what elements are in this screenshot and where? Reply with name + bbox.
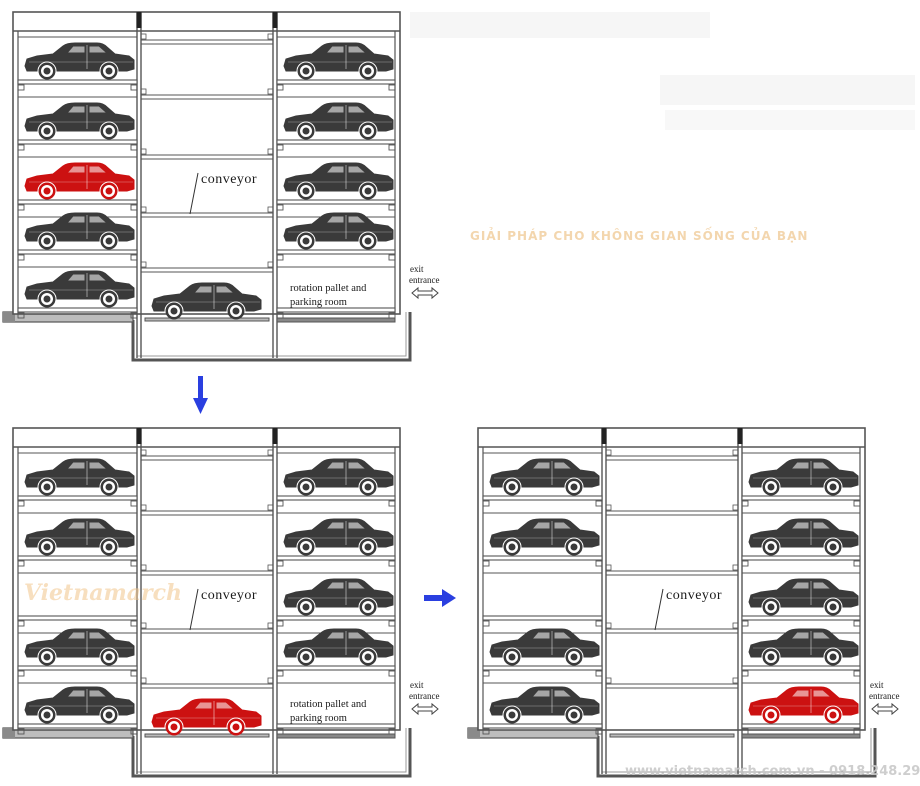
flow-arrow-down-icon: [193, 376, 208, 414]
right-pallet: [741, 615, 861, 621]
left-pallet: [482, 495, 603, 501]
watermark-url: www.vietnamarch.com.vn - 0918.248.297: [625, 764, 920, 779]
chain-drive-icon: [272, 428, 278, 444]
rotation-pallet-floor: [276, 733, 396, 739]
rotation-pallet-floor: [741, 733, 861, 739]
chain-drive-icon: [601, 428, 607, 444]
right-pallet: [741, 495, 861, 501]
diagram-step-1: conveyor rotation pallet and parking room e…: [2, 11, 439, 362]
left-pallet: [482, 665, 603, 671]
chain-drive-icon: [136, 428, 142, 444]
right-pallet: [741, 555, 861, 561]
right-pallet: [276, 139, 396, 145]
parking-room-label: parking room: [290, 297, 347, 308]
parking-room-label: parking room: [290, 713, 347, 724]
right-pallet: [276, 249, 396, 255]
flow-arrow-right-icon: [424, 589, 456, 607]
left-pallet: [17, 139, 138, 145]
exit-label: exit: [410, 264, 424, 274]
left-pallet: [482, 615, 603, 621]
right-pallet: [276, 615, 396, 621]
left-pallet: [17, 199, 138, 205]
conveyor-platform: [144, 317, 270, 322]
left-pallet: [17, 555, 138, 561]
conveyor-label: conveyor: [666, 588, 722, 603]
chain-drive-icon: [737, 428, 743, 444]
conveyor-leader-line: [189, 588, 199, 631]
right-pallet: [276, 79, 396, 85]
exit-entrance-arrow-icon: [411, 286, 439, 300]
left-pallet: [17, 723, 138, 729]
watermark-logo: Vietnamarch: [24, 580, 182, 606]
entrance-label: entrance: [869, 691, 899, 701]
watermark-slogan: GIẢI PHÁP CHO KHÔNG GIAN SỐNG CỦA BẠN: [470, 226, 808, 243]
left-pallet: [17, 615, 138, 621]
entrance-label: entrance: [409, 691, 439, 701]
left-pallet: [17, 79, 138, 85]
left-pallet: [17, 495, 138, 501]
pit-outline: [596, 728, 877, 778]
right-pallet: [276, 307, 396, 313]
conveyor-platform: [609, 733, 735, 738]
left-pallet: [482, 723, 603, 729]
rotation-pallet-label: rotation pallet and: [290, 699, 367, 710]
rotation-pallet-label: rotation pallet and: [290, 283, 367, 294]
entrance-label: entrance: [409, 275, 439, 285]
right-pallet: [276, 723, 396, 729]
left-pallet: [17, 249, 138, 255]
chain-drive-icon: [136, 12, 142, 28]
pit-outline: [131, 728, 412, 778]
diagram-step-2: conveyor rotation pallet and parking room e…: [2, 427, 439, 778]
right-pallet: [276, 555, 396, 561]
pit-outline: [131, 312, 412, 362]
chain-drive-icon: [272, 12, 278, 28]
right-pallet: [741, 723, 861, 729]
right-pallet: [741, 665, 861, 671]
left-pallet: [482, 555, 603, 561]
faint-background-text: [410, 12, 915, 130]
exit-entrance-arrow-icon: [411, 702, 439, 716]
conveyor-label: conveyor: [201, 588, 257, 603]
exit-label: exit: [870, 680, 884, 690]
right-pallet: [276, 665, 396, 671]
conveyor-label: conveyor: [201, 172, 257, 187]
rotation-pallet-floor: [276, 317, 396, 323]
left-pallet: [17, 665, 138, 671]
right-pallet: [276, 495, 396, 501]
conveyor-leader-line: [654, 588, 664, 631]
exit-label: exit: [410, 680, 424, 690]
left-pallet: [17, 307, 138, 313]
diagram-sequence: conveyor rotation pallet and parking room e…: [2, 11, 899, 778]
conveyor-leader-line: [189, 172, 199, 215]
exit-entrance-arrow-icon: [871, 702, 899, 716]
conveyor-platform: [144, 733, 270, 738]
right-pallet: [276, 199, 396, 205]
